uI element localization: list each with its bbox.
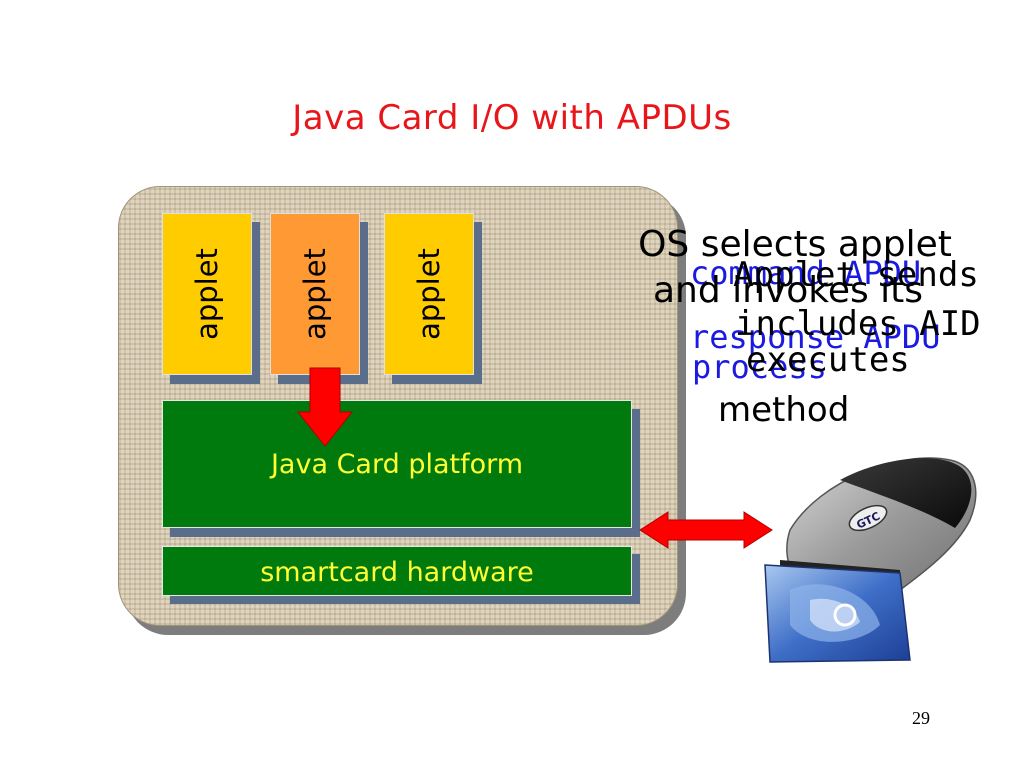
slide-title: Java Card I/O with APDUs [292,98,732,138]
os-selects-text: OS selects applet and invokes its [590,222,1000,314]
os-selects-line1: OS selects applet [638,224,952,265]
applet-box-2: applet [270,213,360,375]
response-apdu-text: response APDU [690,318,941,356]
applet-box-3: applet [384,213,474,375]
process-text: process [692,348,827,386]
applet-label: applet [412,248,447,340]
applet-label: applet [298,248,333,340]
applet-box-1: applet [162,213,252,375]
card-reader-image: GTC [764,457,977,663]
command-apdu-text: command APDU [690,254,922,292]
method-text: method [718,390,850,430]
platform-label: Java Card platform [270,449,524,480]
smartcard-hardware-block: smartcard hardware [162,546,632,596]
java-card-platform-block: Java Card platform [162,400,632,528]
applet-label: applet [190,248,225,340]
applet-sends-text: Applet sends [733,255,979,295]
hardware-label: smartcard hardware [260,557,534,588]
includes-aid-text: includes AID [735,304,981,344]
os-selects-line2: and invokes its [652,270,924,311]
executes-text: executes [746,340,910,380]
slide-number: 29 [912,708,930,728]
